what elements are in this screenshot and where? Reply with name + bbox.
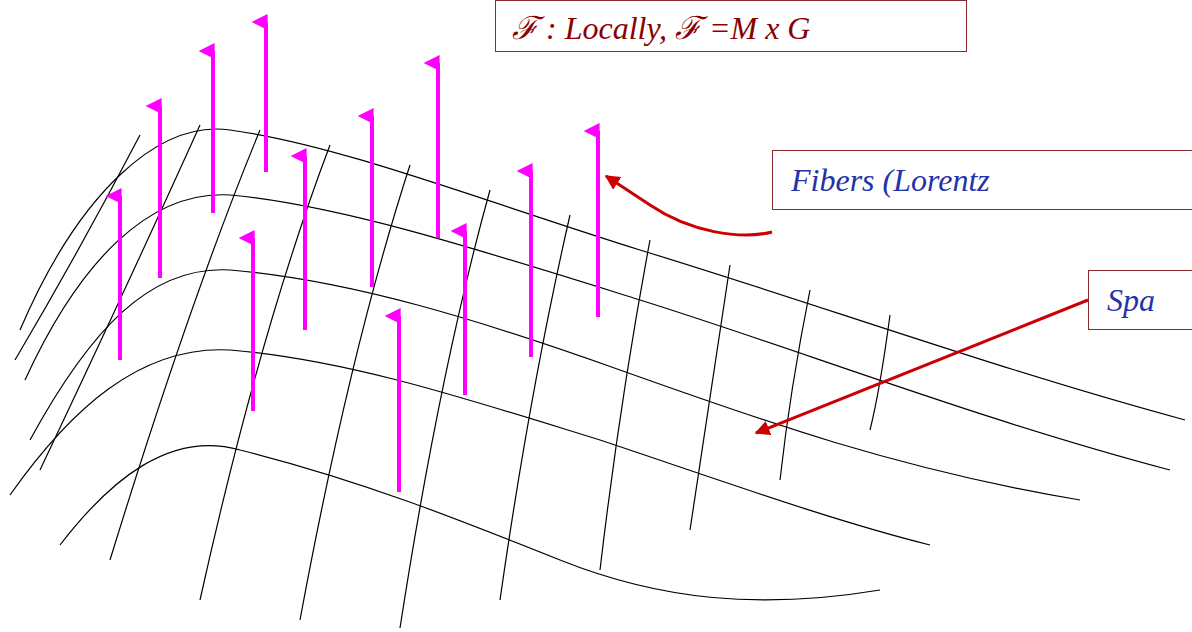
grid-line bbox=[10, 350, 930, 545]
grid-line bbox=[15, 135, 140, 360]
fiber-arrow bbox=[596, 131, 600, 317]
grid-line bbox=[500, 215, 570, 600]
grid-line bbox=[870, 315, 890, 430]
label-text: Spa bbox=[1107, 282, 1155, 319]
grid-line bbox=[300, 165, 410, 620]
label-text: ℱ : Locally, ℱ =M x G bbox=[512, 5, 810, 48]
fiber-arrow bbox=[303, 156, 307, 330]
grid-line bbox=[400, 190, 490, 628]
grid-line bbox=[690, 265, 730, 530]
leader-arrow bbox=[756, 300, 1088, 433]
leader-arrow bbox=[606, 176, 772, 235]
grid-line bbox=[40, 125, 200, 470]
fiber-arrow bbox=[251, 238, 255, 411]
leader-arrows bbox=[606, 176, 1088, 433]
grid-line bbox=[780, 290, 810, 480]
grid-line bbox=[60, 446, 880, 600]
fiber-arrow bbox=[370, 116, 374, 287]
label-box: ℱ : Locally, ℱ =M x G bbox=[495, 0, 967, 52]
fiber-arrow bbox=[397, 316, 401, 492]
fiber-arrow bbox=[463, 231, 467, 395]
grid-line bbox=[30, 270, 1080, 500]
fiber-arrow bbox=[158, 106, 162, 278]
label-box: Fibers (Lorentz bbox=[772, 150, 1192, 210]
fiber-arrow bbox=[264, 22, 268, 172]
grid-line bbox=[200, 145, 330, 600]
fiber-arrows bbox=[120, 22, 598, 492]
fiber-arrow bbox=[529, 171, 533, 357]
fiber-arrow bbox=[436, 63, 440, 238]
label-text: Fibers (Lorentz bbox=[791, 162, 990, 199]
fiber-arrow bbox=[211, 51, 215, 213]
grid-line bbox=[110, 130, 260, 560]
fiber-arrow bbox=[118, 196, 122, 360]
label-box: Spa bbox=[1088, 270, 1192, 330]
grid-line bbox=[600, 240, 650, 570]
